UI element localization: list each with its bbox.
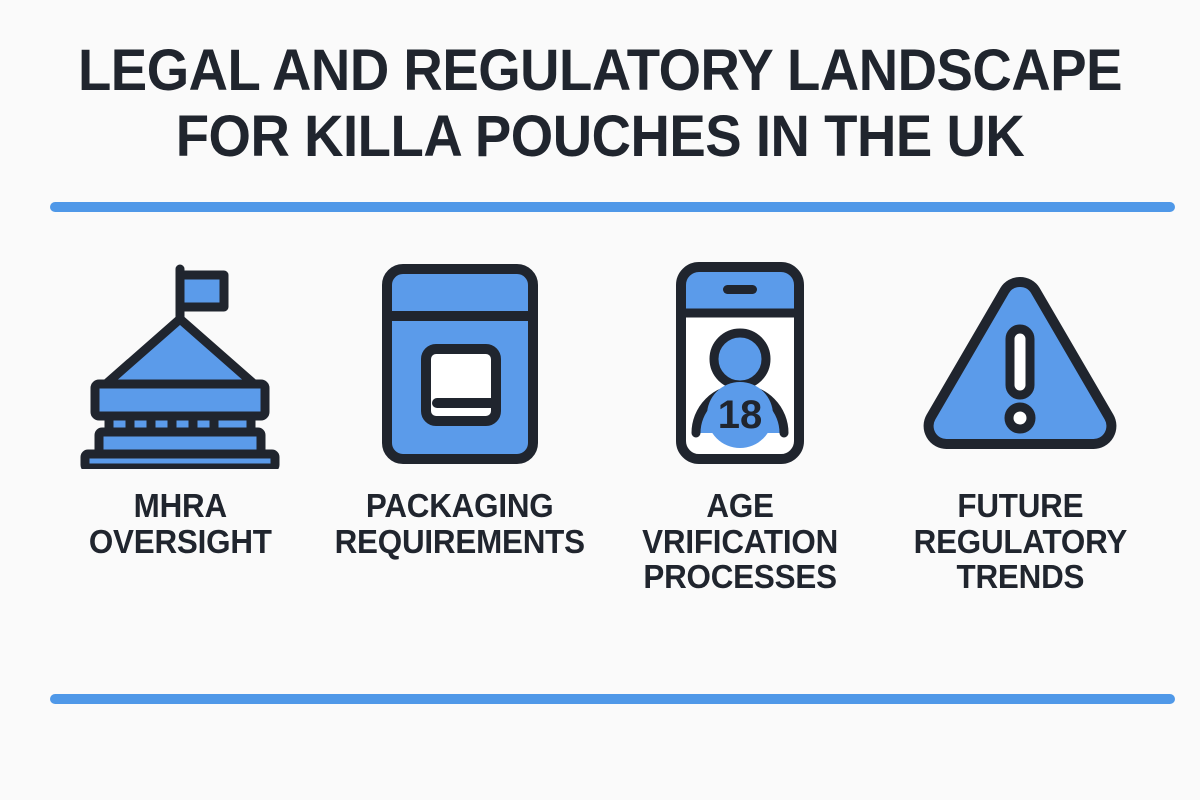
- age-verification-phone-icon: 18: [666, 252, 814, 474]
- column-label-age-verification: AGE VRIFICATION PROCESSES: [642, 487, 838, 596]
- column-label-mhra-oversight: MHRA OVERSIGHT: [88, 487, 272, 560]
- bottom-divider-bar: [50, 694, 1175, 704]
- icon-columns: MHRA OVERSIGHT PACKAGING REQUIREMENTS: [40, 252, 1160, 595]
- top-divider-bar: [50, 202, 1175, 212]
- warning-triangle-icon: [913, 252, 1127, 474]
- title-line-1: LEGAL AND REGULATORY LANDSCAPE: [77, 38, 1123, 103]
- title-line-2: FOR KILLA POUCHES IN THE UK: [175, 104, 1025, 170]
- column-future-trends: FUTURE REGULATORY TRENDS: [880, 252, 1160, 595]
- page-title: LEGAL AND REGULATORY LANDSCAPE FOR KILLA…: [30, 38, 1170, 170]
- column-packaging-requirements: PACKAGING REQUIREMENTS: [320, 252, 600, 559]
- age-badge-value: 18: [718, 393, 763, 437]
- column-age-verification: 18 AGE VRIFICATION PROCESSES: [600, 252, 880, 595]
- column-label-future-trends: FUTURE REGULATORY TRENDS: [913, 487, 1127, 596]
- column-mhra-oversight: MHRA OVERSIGHT: [40, 252, 320, 559]
- government-building-icon: [73, 252, 287, 474]
- pouch-can-icon: [375, 252, 545, 474]
- column-label-packaging-requirements: PACKAGING REQUIREMENTS: [334, 487, 586, 560]
